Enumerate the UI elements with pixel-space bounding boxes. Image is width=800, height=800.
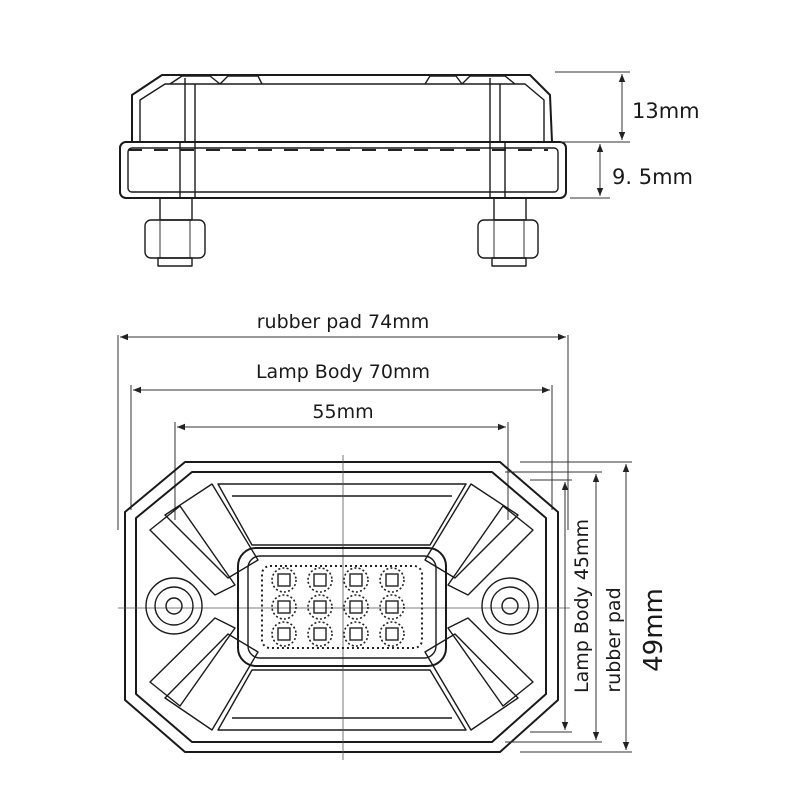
fins-bottom-right [424, 617, 534, 731]
front-lamp-body [135, 471, 547, 743]
dim-label-rubber-width: rubber pad 74mm [257, 311, 430, 333]
dim-label-pad-height: rubber pad [603, 587, 625, 692]
led-cell [343, 621, 369, 647]
led-cell [307, 567, 333, 593]
led-cell [271, 594, 297, 620]
front-rubber-pad [124, 461, 559, 753]
side-bolt-right [477, 197, 539, 267]
led-cell [271, 621, 297, 647]
side-housing-top [131, 74, 553, 143]
led-cell [343, 567, 369, 593]
front-view: rubber pad 74mm Lamp Body 70mm 55mm [117, 311, 669, 760]
front-panel-bottom [217, 669, 467, 731]
led-cell [379, 567, 405, 593]
fins-top-left [149, 483, 259, 596]
led-cell [307, 594, 333, 620]
fins-bottom-left [149, 617, 259, 731]
led-cell [307, 621, 333, 647]
led-cell [379, 594, 405, 620]
front-panel-top [217, 483, 467, 546]
side-rubber-pad-inner [127, 147, 559, 193]
dim-label-body-height: Lamp Body 45mm [571, 519, 593, 693]
led-window-outer [237, 547, 447, 667]
side-bump-right [424, 75, 463, 85]
side-bolt-left [144, 197, 206, 267]
dim-label-13mm: 13mm [632, 99, 700, 123]
led-grid [271, 567, 405, 647]
led-cell [379, 621, 405, 647]
dim-label-9-5mm: 9. 5mm [612, 165, 693, 189]
fins-top-right [424, 483, 534, 596]
side-rubber-pad [119, 141, 567, 199]
side-bump-right-outer [461, 75, 516, 85]
led-window-inner [247, 555, 437, 659]
dim-label-total-height: 49mm [639, 588, 669, 672]
side-housing-ridge [139, 83, 545, 142]
side-view: 13mm 9. 5mm [119, 71, 700, 267]
led-pcb-edge [261, 565, 423, 649]
side-bump-left [219, 75, 263, 85]
mount-hole-left [145, 577, 203, 635]
dim-label-body-width: Lamp Body 70mm [256, 361, 430, 383]
led-cell [343, 594, 369, 620]
led-cell [271, 567, 297, 593]
dim-label-window-width: 55mm [312, 401, 373, 423]
side-bump-left-outer [169, 75, 221, 85]
mount-hole-right [481, 577, 539, 635]
